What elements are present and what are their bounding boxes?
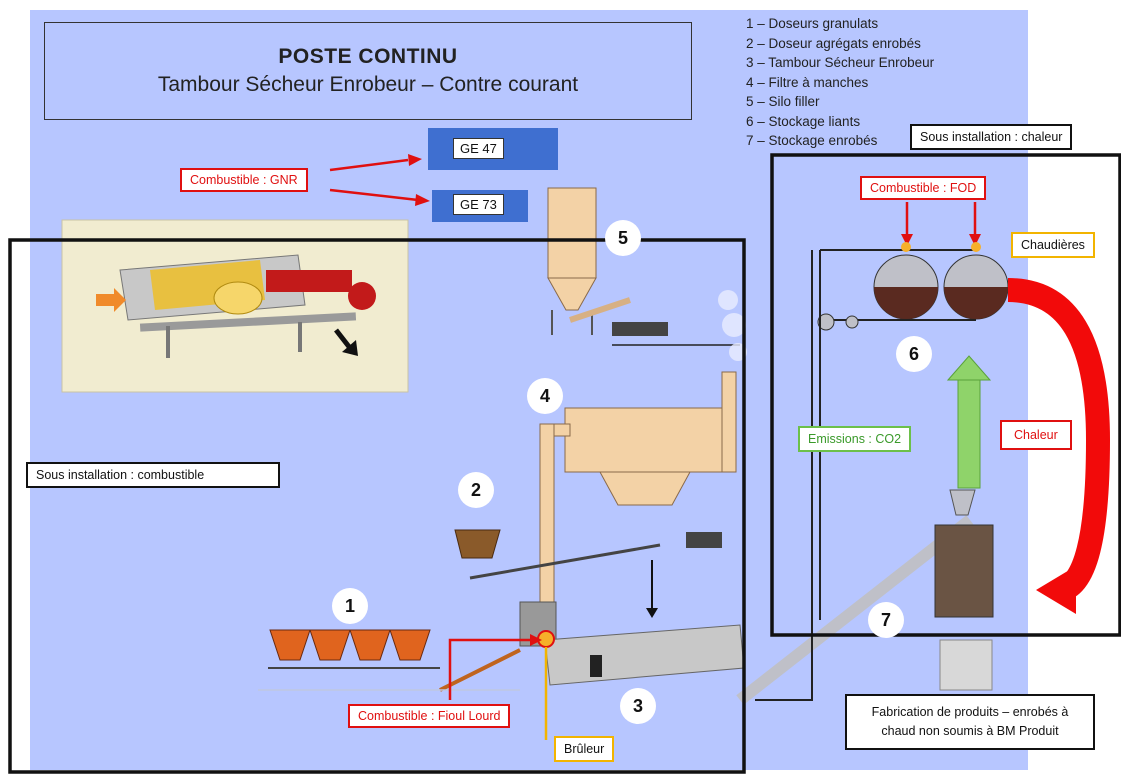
combustible-fod-label: Combustible : FOD [860,176,987,200]
boilers-image [755,249,1009,701]
legend-item: 7 – Stockage enrobés [746,133,878,148]
burner-mark-2 [971,242,981,252]
title-line1: POSTE CONTINU [278,45,458,68]
emissions-arrow-head [946,355,992,381]
legend-item: 4 – Filtre à manches [746,74,869,90]
number-5: 5 [605,220,641,256]
emissions-arrow-shaft [957,377,981,489]
gnr-arrow-upper [329,158,409,172]
legend-item: 3 – Tambour Sécheur Enrobeur [746,55,935,70]
burner-flame [537,630,555,648]
chaleur-boundary [770,153,1121,637]
fioul-arrow [448,638,532,700]
combustible-boundary [8,238,746,774]
fabrication-label: Fabrication de produits – enrobés à chau… [845,694,1095,750]
legend: 1 – Doseurs granulats 2 – Doseur agrégat… [746,14,934,151]
combustible-fioul-label: Combustible : Fioul Lourd [348,704,511,728]
heat-arrow [1007,278,1111,602]
number-4: 4 [527,378,563,414]
bruleur-label: Brûleur [554,736,615,762]
chaudieres-label: Chaudières [1011,232,1095,258]
legend-item: 5 – Silo filler [746,94,820,109]
legend-item: 6 – Stockage liants [746,113,861,129]
sous-installation-chaleur-label: Sous installation : chaleur [910,124,1073,150]
number-6: 6 [896,336,932,372]
chaleur-label: Chaleur [1000,420,1072,450]
emissions-label: Emissions : CO2 [798,426,912,452]
number-1: 1 [332,588,368,624]
silo-filler-image [547,187,740,346]
ge47-label: GE 47 [453,138,504,159]
recycle-feeder-image [454,529,661,580]
title-line2: Tambour Sécheur Enrobeur – Contre couran… [157,73,579,96]
ge73-label: GE 73 [453,194,504,215]
gnr-arrow-lower [329,188,419,202]
title-box: POSTE CONTINU Tambour Sécheur Enrobeur –… [44,22,692,120]
number-3: 3 [620,688,656,724]
drum-inset-image [61,219,409,393]
number-2: 2 [458,472,494,508]
product-silo-image [934,489,994,691]
baghouse-filter-image [539,371,737,605]
legend-item: 1 – Doseurs granulats [746,16,879,31]
sous-installation-combustible-label: Sous installation : combustible [26,462,280,488]
number-7: 7 [868,602,904,638]
combustible-gnr-label: Combustible : GNR [180,168,308,192]
burner-mark-1 [901,242,911,252]
legend-item: 2 – Doseur agrégats enrobés [746,35,921,51]
aggregate-feeders-image [268,629,521,692]
